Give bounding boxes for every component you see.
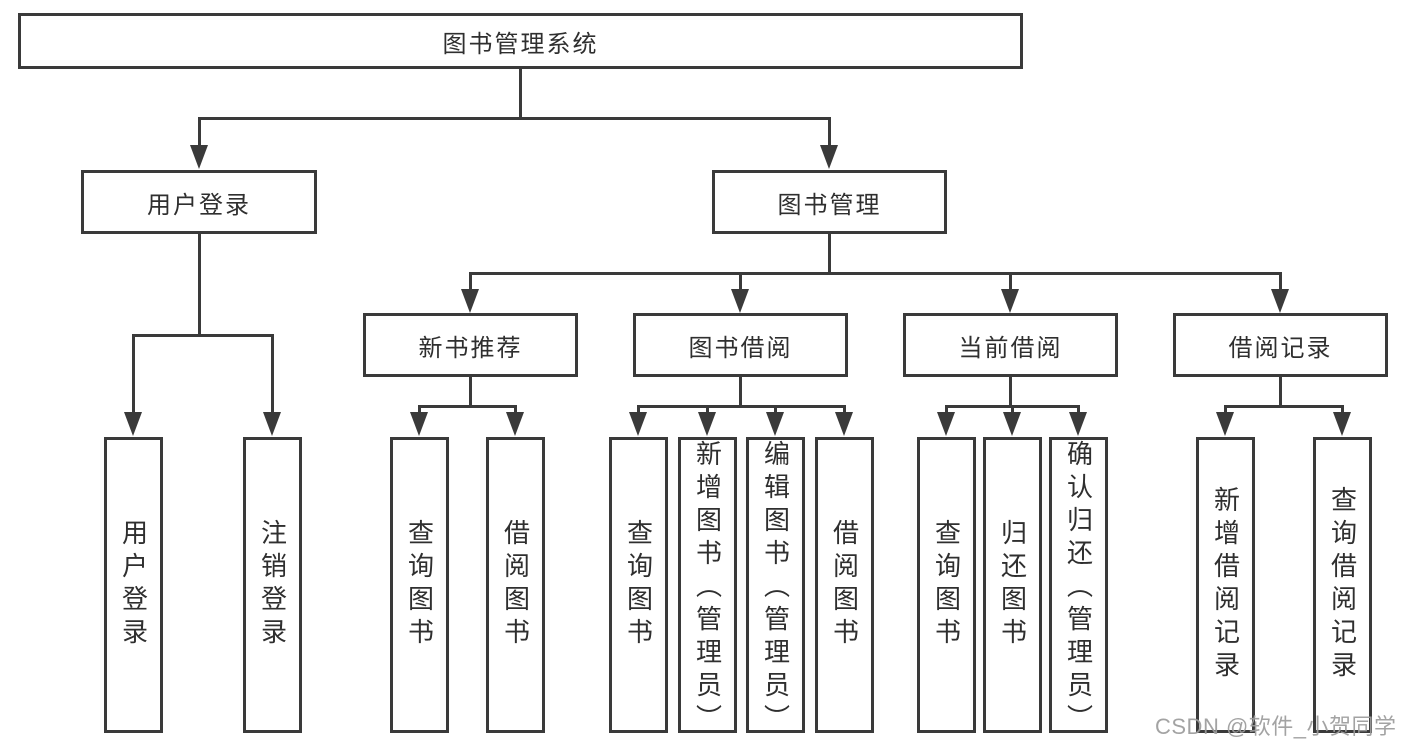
leaf-borrow-books-recommend: 借阅图书 xyxy=(486,437,545,733)
connector-line xyxy=(418,405,517,408)
arrow-down-icon xyxy=(766,412,784,436)
leaf-add-borrow-record: 新增借阅记录 xyxy=(1196,437,1255,733)
arrow-down-icon xyxy=(629,412,647,436)
connector-line xyxy=(469,272,1282,275)
connector-line xyxy=(132,334,135,413)
arrow-down-icon xyxy=(835,412,853,436)
node-user-login: 用户登录 xyxy=(81,170,317,234)
leaf-query-books-borrow: 查询图书 xyxy=(609,437,668,733)
connector-line xyxy=(198,234,201,336)
connector-line xyxy=(706,405,709,414)
connector-line xyxy=(469,377,472,407)
arrow-down-icon xyxy=(1216,412,1234,436)
node-borrow-records: 借阅记录 xyxy=(1173,313,1388,377)
arrow-down-icon xyxy=(124,412,142,436)
leaf-user-login: 用户登录 xyxy=(104,437,163,733)
connector-line xyxy=(132,334,274,337)
leaf-confirm-return-admin: 确认归还（管理员） xyxy=(1049,437,1108,737)
connector-line xyxy=(519,69,522,119)
connector-line xyxy=(514,405,517,414)
arrow-down-icon xyxy=(1001,289,1019,313)
connector-line xyxy=(739,377,742,407)
leaf-query-books-current: 查询图书 xyxy=(917,437,976,733)
arrow-down-icon xyxy=(190,145,208,169)
connector-line xyxy=(271,334,274,413)
node-library-system: 图书管理系统 xyxy=(18,13,1023,69)
connector-line xyxy=(198,117,201,146)
connector-line xyxy=(843,405,846,414)
connector-line xyxy=(1341,405,1344,414)
connector-line xyxy=(637,405,640,414)
connector-line xyxy=(637,405,846,408)
node-book-borrow: 图书借阅 xyxy=(633,313,848,377)
arrow-down-icon xyxy=(820,145,838,169)
connector-line xyxy=(418,405,421,414)
leaf-query-borrow-record: 查询借阅记录 xyxy=(1313,437,1372,733)
connector-line xyxy=(198,117,831,120)
connector-line xyxy=(945,405,948,414)
arrow-down-icon xyxy=(731,289,749,313)
leaf-logout: 注销登录 xyxy=(243,437,302,733)
connector-line xyxy=(1009,377,1012,407)
connector-line xyxy=(1279,272,1282,291)
connector-line xyxy=(1224,405,1227,414)
connector-line xyxy=(1077,405,1080,414)
leaf-borrow-books-borrow: 借阅图书 xyxy=(815,437,874,733)
connector-line xyxy=(739,272,742,291)
node-current-borrow: 当前借阅 xyxy=(903,313,1118,377)
arrow-down-icon xyxy=(1333,412,1351,436)
arrow-down-icon xyxy=(1069,412,1087,436)
arrow-down-icon xyxy=(263,412,281,436)
arrow-down-icon xyxy=(1003,412,1021,436)
connector-line xyxy=(469,272,472,291)
arrow-down-icon xyxy=(410,412,428,436)
arrow-down-icon xyxy=(461,289,479,313)
connector-line xyxy=(1011,405,1014,414)
arrow-down-icon xyxy=(937,412,955,436)
connector-line xyxy=(1224,405,1344,408)
connector-line xyxy=(828,117,831,146)
node-book-management: 图书管理 xyxy=(712,170,947,234)
arrow-down-icon xyxy=(1271,289,1289,313)
connector-line xyxy=(774,405,777,414)
leaf-query-books-recommend: 查询图书 xyxy=(390,437,449,733)
connector-line xyxy=(1009,272,1012,291)
leaf-add-book-admin: 新增图书（管理员） xyxy=(678,437,737,737)
watermark: CSDN @软件_小贺同学 xyxy=(1155,714,1397,739)
arrow-down-icon xyxy=(506,412,524,436)
node-new-book-recommend: 新书推荐 xyxy=(363,313,578,377)
connector-line xyxy=(1279,377,1282,407)
arrow-down-icon xyxy=(698,412,716,436)
leaf-return-book: 归还图书 xyxy=(983,437,1042,733)
leaf-edit-book-admin: 编辑图书（管理员） xyxy=(746,437,805,737)
connector-line xyxy=(828,234,831,274)
